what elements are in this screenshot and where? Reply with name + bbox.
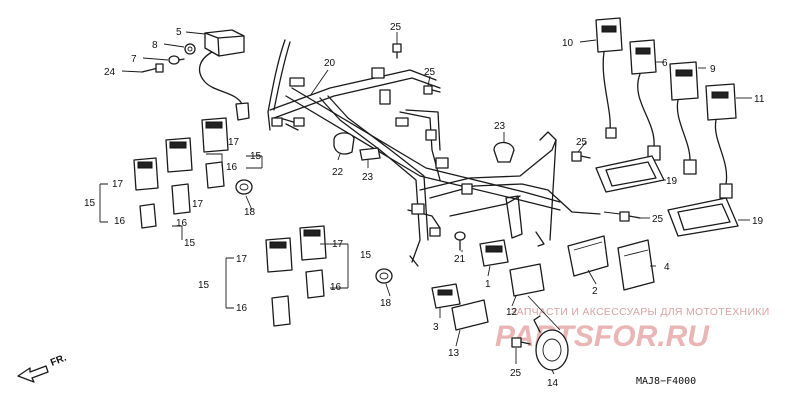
callout-17d: 17 (236, 254, 248, 265)
callout-16a: 16 (226, 162, 238, 173)
callout-19b: 19 (752, 216, 764, 227)
diagram-code: MAJ8−F4000 (636, 376, 696, 387)
callout-18a: 18 (244, 207, 256, 218)
callout-16e: 16 (330, 282, 342, 293)
part-clip-23b (493, 141, 515, 163)
callout-11: 11 (754, 94, 765, 105)
callouts: 5 8 7 24 20 25 25 10 6 9 11 17 15 16 15 … (84, 22, 765, 389)
callout-25d: 25 (652, 214, 664, 225)
part-grommet-8 (184, 43, 196, 55)
callout-18b: 18 (380, 298, 392, 309)
part-unit-12 (509, 263, 545, 297)
part-screw-21 (454, 231, 466, 251)
callout-25c: 25 (576, 137, 588, 148)
part-relay-5 (198, 29, 250, 121)
part-switch-11 (705, 83, 737, 199)
callout-17c: 17 (192, 199, 204, 210)
front-direction-arrow: FR. (17, 352, 68, 383)
part-bolt-25e (511, 337, 531, 348)
callout-17b: 17 (112, 179, 124, 190)
part-switch-6 (629, 39, 661, 161)
callout-10: 10 (562, 38, 574, 49)
part-bolt-25a (392, 43, 402, 59)
callout-24: 24 (104, 67, 116, 78)
part-bolt-25d (603, 211, 641, 222)
callout-5: 5 (176, 27, 182, 38)
callout-9: 9 (710, 64, 716, 75)
callout-17e: 17 (332, 239, 344, 250)
part-unit-13 (451, 299, 489, 331)
callout-25b: 25 (424, 67, 436, 78)
part-switch-10 (595, 17, 623, 139)
callout-15b: 15 (84, 198, 96, 209)
watermark: ЗАПЧАСТИ И АКСЕССУАРЫ ДЛЯ МОТОТЕХНИКИ PA… (495, 306, 770, 353)
callout-8: 8 (152, 40, 158, 51)
callout-15d: 15 (198, 280, 210, 291)
callout-6: 6 (662, 58, 668, 69)
relay-cluster-left (133, 117, 253, 229)
callout-22: 22 (332, 167, 344, 178)
relay-cluster-middle (265, 225, 393, 327)
callout-16c: 16 (176, 218, 188, 229)
callout-2: 2 (592, 286, 598, 297)
callout-19a: 19 (666, 176, 678, 187)
callout-20: 20 (324, 58, 336, 69)
leader-lines (99, 31, 752, 375)
callout-16d: 16 (236, 303, 248, 314)
direction-label: FR. (49, 352, 68, 368)
callout-1: 1 (485, 279, 491, 290)
part-module-2 (567, 235, 609, 277)
part-panel-19b (667, 197, 739, 237)
part-unit-1 (479, 239, 509, 267)
part-collar-7 (168, 55, 185, 65)
callout-7: 7 (131, 54, 137, 65)
part-unit-3 (431, 283, 461, 309)
part-switch-9 (669, 61, 699, 175)
callout-21: 21 (454, 254, 466, 265)
callout-15c: 15 (184, 238, 196, 249)
callout-15a: 15 (250, 151, 262, 162)
callout-25a: 25 (390, 22, 402, 33)
part-module-4 (617, 239, 655, 291)
callout-23a: 23 (362, 172, 374, 183)
part-panel-19a (595, 155, 665, 193)
callout-3: 3 (433, 322, 439, 333)
callout-13: 13 (448, 348, 460, 359)
callout-16b: 16 (114, 216, 126, 227)
callout-15e: 15 (360, 250, 372, 261)
part-bolt-25c (571, 151, 591, 162)
callout-14: 14 (547, 378, 559, 389)
callout-17a: 17 (228, 137, 240, 148)
part-bolt-24 (141, 63, 164, 73)
part-clip-23a (359, 147, 381, 161)
callout-4: 4 (664, 262, 670, 273)
part-clip-22 (333, 132, 355, 155)
callout-12: 12 (506, 307, 518, 318)
watermark-brand: PARTSFOR.RU (495, 320, 710, 353)
front-arrow-icon (17, 365, 49, 383)
callout-23b: 23 (494, 121, 506, 132)
callout-25e: 25 (510, 368, 522, 379)
watermark-tagline: ЗАПЧАСТИ И АКСЕССУАРЫ ДЛЯ МОТОТЕХНИКИ (510, 306, 770, 318)
